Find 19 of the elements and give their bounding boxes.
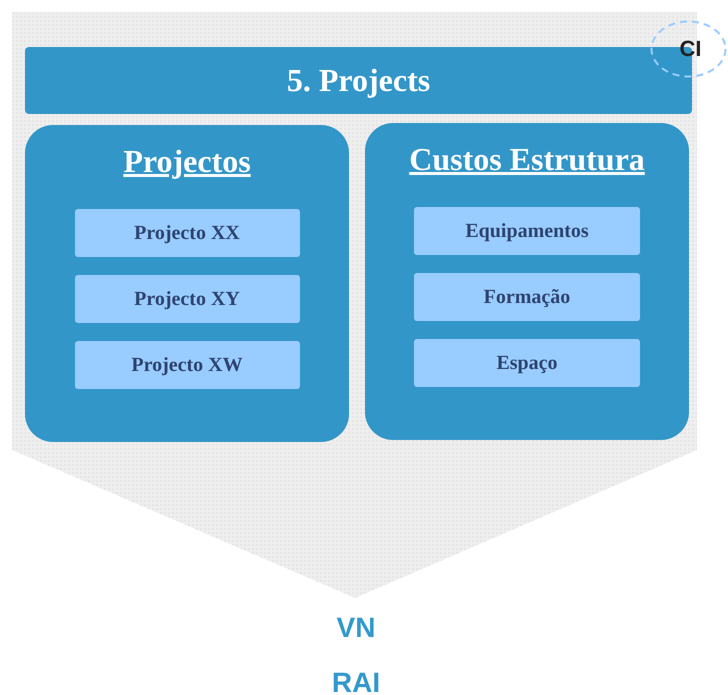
result-label: VN: [336, 612, 376, 644]
category-panel: [365, 123, 689, 440]
title-text: 5. Projects: [286, 62, 430, 99]
item-box: [414, 273, 640, 321]
item-label: Equipamentos: [465, 220, 589, 242]
item-label: Projecto XX: [134, 222, 240, 244]
item-box: [74, 341, 300, 389]
item-box: [74, 275, 300, 323]
result-label: RAI: [330, 667, 382, 695]
item-box: [414, 207, 640, 255]
panel-heading: Projectos: [123, 142, 251, 181]
category-panel: [25, 125, 349, 442]
item-label: Projecto XY: [134, 288, 240, 310]
item-box: [414, 339, 640, 387]
item-box: [74, 209, 300, 257]
item-label: Espaço: [496, 352, 558, 374]
item-label: Formação: [484, 286, 570, 308]
item-label: Projecto XW: [131, 354, 243, 376]
panel-heading: Custos Estrutura: [409, 140, 645, 179]
